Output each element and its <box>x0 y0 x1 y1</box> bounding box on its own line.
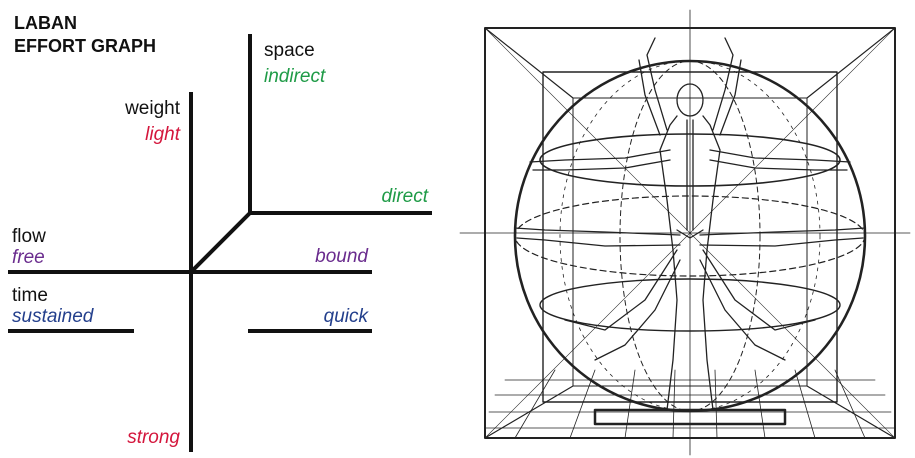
weight-factor-label: weight <box>125 98 180 120</box>
flow-free-label: free <box>12 247 45 269</box>
effort-axes <box>0 0 450 458</box>
space-factor-label: space <box>264 40 315 62</box>
dancer-sphere-icon <box>455 0 915 458</box>
space-direct-label: direct <box>382 186 428 208</box>
time-sustained-label: sustained <box>12 306 93 328</box>
weight-light-label: light <box>145 124 180 146</box>
weight-strong-label: strong <box>127 427 180 449</box>
title-line-2: EFFORT GRAPH <box>14 35 156 58</box>
kinesphere-illustration <box>455 0 915 458</box>
flow-bound-label: bound <box>315 246 368 268</box>
outer-cube-frame <box>460 10 910 455</box>
graph-title: LABAN EFFORT GRAPH <box>14 12 156 58</box>
effort-graph: LABAN EFFORT GRAPH space indirect direct… <box>0 0 450 458</box>
diagonal-axis-line <box>191 213 250 272</box>
time-factor-label: time <box>12 285 48 307</box>
title-line-1: LABAN <box>14 12 156 35</box>
space-indirect-label: indirect <box>264 66 325 88</box>
time-quick-label: quick <box>324 306 368 328</box>
flow-factor-label: flow <box>12 226 46 248</box>
